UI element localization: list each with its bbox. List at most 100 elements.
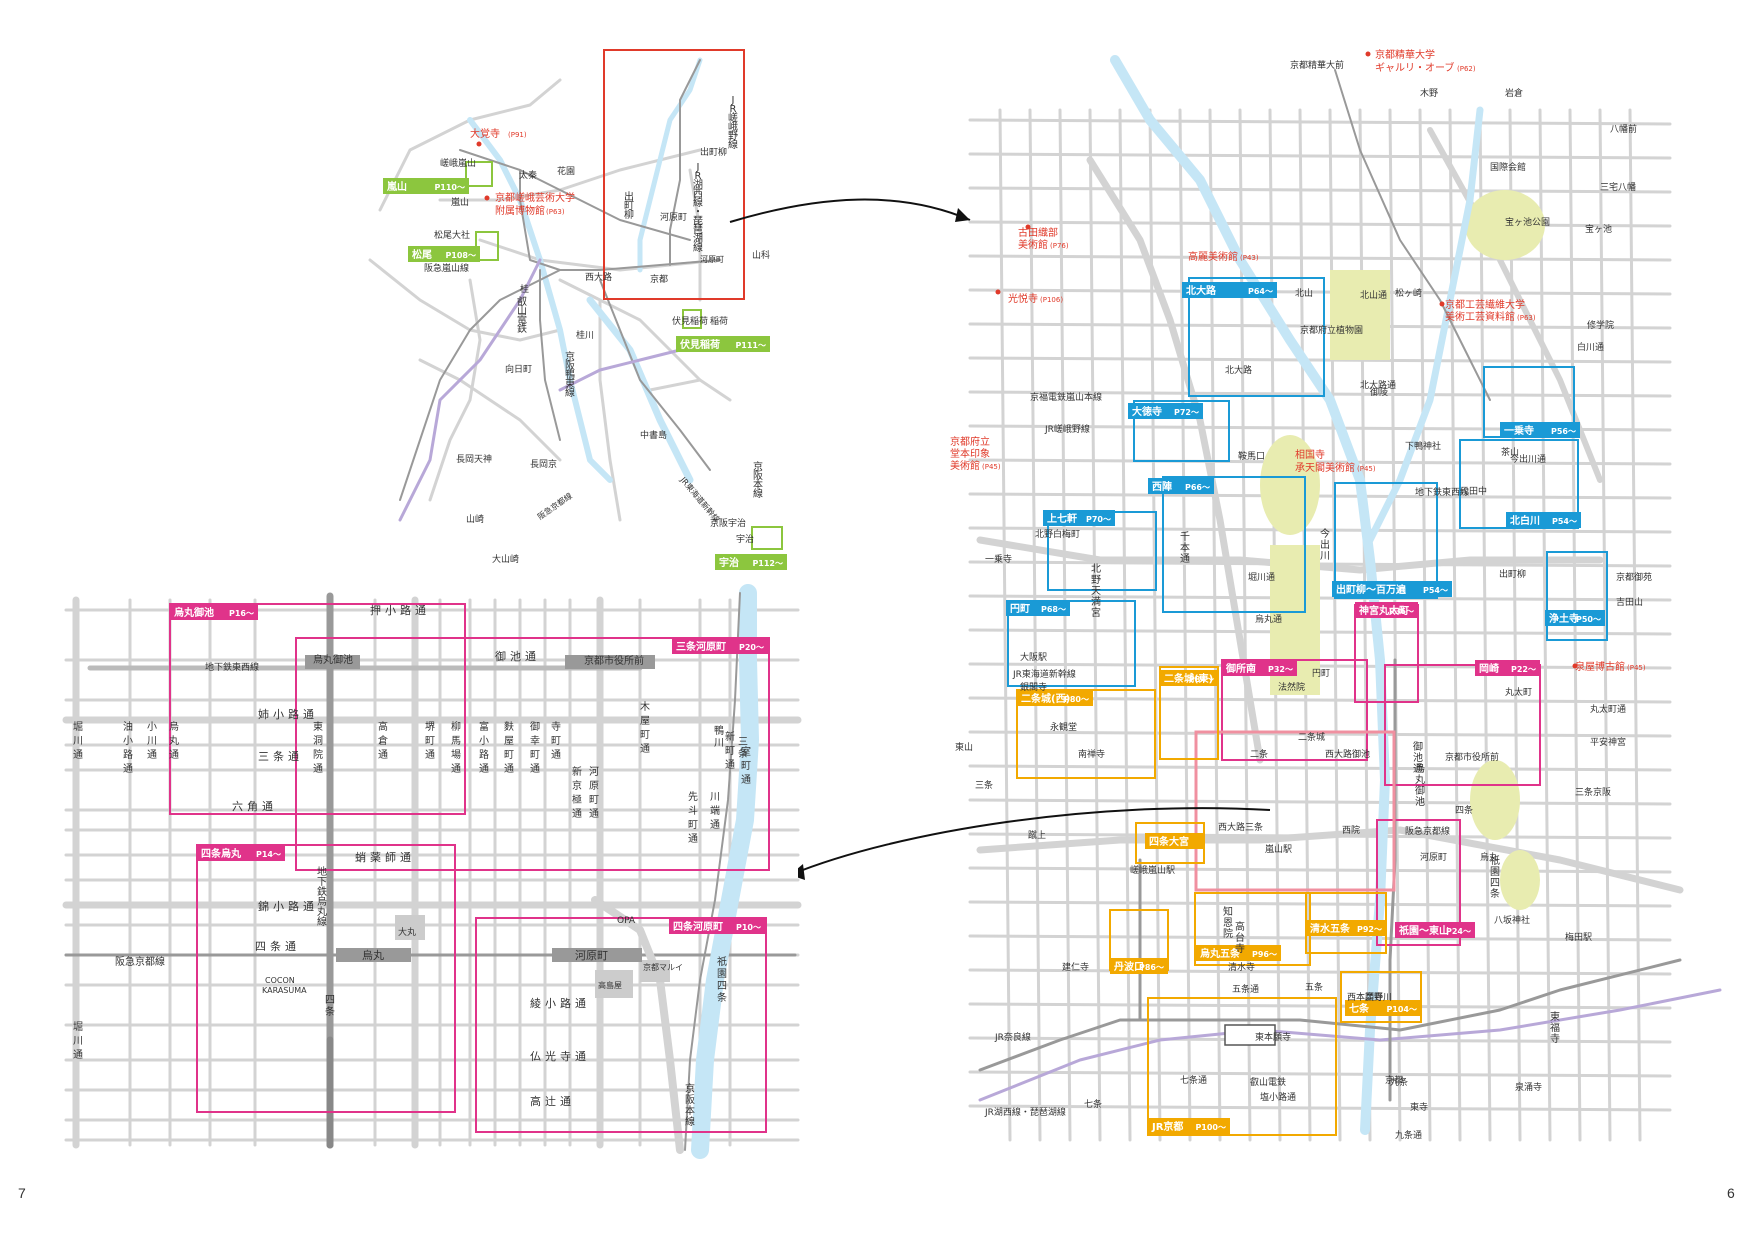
ov-label-2: 花園 <box>557 165 575 177</box>
downtown-street-v-11: 寺町通 <box>551 721 561 761</box>
svg-text:小: 小 <box>147 721 157 733</box>
ov-river-uji <box>586 296 694 484</box>
central-label-29: 京都御苑 <box>1616 571 1652 583</box>
svg-text:P16〜: P16〜 <box>229 609 254 618</box>
tag-central-15: 四条大宮 <box>1145 833 1205 849</box>
downtown-label-karasuma-en: KARASUMA <box>262 986 307 995</box>
svg-text:満: 満 <box>1091 596 1101 608</box>
svg-text:P104〜: P104〜 <box>1386 1005 1417 1014</box>
svg-text:通: 通 <box>725 759 735 771</box>
svg-text:野: 野 <box>1091 574 1101 586</box>
svg-text:河: 河 <box>589 766 599 778</box>
ov-label-21: 出町柳 <box>700 146 727 158</box>
central-red-label-4: 高麗美術館 <box>1188 250 1238 263</box>
ov-river-katsura <box>467 117 613 483</box>
central-red-label-10: 美術館 <box>950 459 980 472</box>
central-road-v <box>1238 108 1252 1142</box>
central-road-h <box>968 492 1672 500</box>
arrow-to-downtown <box>789 807 1271 876</box>
central-label-85: 叡山電鉄 <box>1250 1076 1286 1088</box>
central-label-55: 河原町 <box>1420 851 1447 863</box>
svg-text:・: ・ <box>693 207 703 218</box>
central-label-32: 法然院 <box>1278 681 1305 693</box>
svg-text:恩: 恩 <box>1223 917 1233 929</box>
ov-rail-eizan <box>669 59 701 266</box>
box-kitaoji <box>1188 277 1325 397</box>
central-road-h <box>968 356 1672 364</box>
svg-text:P54〜: P54〜 <box>1423 586 1448 595</box>
central-road-shijo <box>976 826 1684 894</box>
svg-text:湖: 湖 <box>693 233 703 245</box>
downtown-street-v-18: 室町通 <box>741 745 751 786</box>
svg-text:本: 本 <box>685 1104 695 1117</box>
box-jr-kyoto <box>1147 997 1337 1136</box>
downtown-label-daimaru: 大丸 <box>398 926 416 938</box>
svg-text:洞: 洞 <box>313 735 323 747</box>
box-shichijo <box>1340 971 1422 1023</box>
box-nijojo-east <box>1159 666 1219 760</box>
svg-text:北大路: 北大路 <box>1186 284 1217 297</box>
downtown-label-takashimaya: 高島屋 <box>598 980 622 990</box>
svg-text:富: 富 <box>479 720 489 733</box>
downtown-street-h-5: 蛸薬師通 <box>355 850 415 864</box>
box-jodoji <box>1546 551 1608 641</box>
ov-rail-jr-east <box>559 259 721 271</box>
downtown-label-shijo-station: 四条 <box>325 995 335 1018</box>
central-label-46: 三条 <box>975 779 993 791</box>
svg-text:野: 野 <box>728 130 738 142</box>
ov-road <box>598 298 622 522</box>
karasuma-oike-station <box>305 655 360 669</box>
svg-text:端: 端 <box>710 804 720 817</box>
central-road-v <box>1328 108 1342 1142</box>
svg-text:P110〜: P110〜 <box>434 183 465 192</box>
svg-text:J: J <box>696 162 700 173</box>
svg-text:伏見稲荷: 伏見稲荷 <box>679 338 720 351</box>
svg-text:通: 通 <box>147 749 157 761</box>
svg-text:P56〜: P56〜 <box>1551 427 1576 436</box>
central-label-40: 二条 <box>1250 748 1268 760</box>
svg-text:嵯: 嵯 <box>728 111 738 124</box>
central-label-53: 四条 <box>1455 804 1473 816</box>
central-red-label-8: 京都府立 <box>950 435 990 448</box>
svg-text:松尾: 松尾 <box>412 248 432 261</box>
svg-text:通: 通 <box>425 749 435 761</box>
box-shijo-kawaramachi <box>475 917 767 1133</box>
svg-text:P14〜: P14〜 <box>256 850 281 859</box>
svg-text:二条城(西): 二条城(西) <box>1021 692 1070 705</box>
svg-text:天: 天 <box>1091 586 1101 597</box>
svg-text:幸: 幸 <box>530 735 540 747</box>
svg-text:通: 通 <box>1413 763 1423 775</box>
central-label-48: 蹴上 <box>1028 829 1046 841</box>
svg-text:通: 通 <box>530 763 540 775</box>
svg-text:屋: 屋 <box>640 715 650 727</box>
ov-label-19: 京阪宇治 <box>710 517 746 529</box>
svg-text:福: 福 <box>1550 1021 1560 1034</box>
svg-text:鴨: 鴨 <box>565 368 575 381</box>
ov-label-16: 長岡京 <box>530 458 557 470</box>
central-label-79: 大阪駅 <box>1020 651 1047 663</box>
central-label-57: 八坂神社 <box>1494 914 1530 926</box>
svg-text:上七軒: 上七軒 <box>1047 512 1077 525</box>
central-label-30: 吉田山 <box>1616 597 1643 608</box>
svg-text:東: 東 <box>1550 1010 1560 1023</box>
svg-text:四条大宮: 四条大宮 <box>1149 835 1189 848</box>
downtown-street-h-10: 高辻通 <box>530 1094 575 1108</box>
central-label-77: JR東海道新幹線 <box>1012 668 1076 680</box>
central-label-64: 西本願寺 <box>1347 991 1383 1003</box>
svg-text:今: 今 <box>1320 527 1330 540</box>
central-label-20: 元田中 <box>1460 485 1487 497</box>
svg-text:町: 町 <box>589 795 599 806</box>
downtown-label-opa: OPA <box>617 916 636 926</box>
downtown-street-v-6: 堺町通 <box>425 721 435 761</box>
svg-text:通: 通 <box>1180 553 1190 565</box>
central-road-h <box>968 1070 1672 1078</box>
downtown-label-hankyu: 阪急京都線 <box>115 955 165 968</box>
svg-text:町: 町 <box>688 820 698 831</box>
